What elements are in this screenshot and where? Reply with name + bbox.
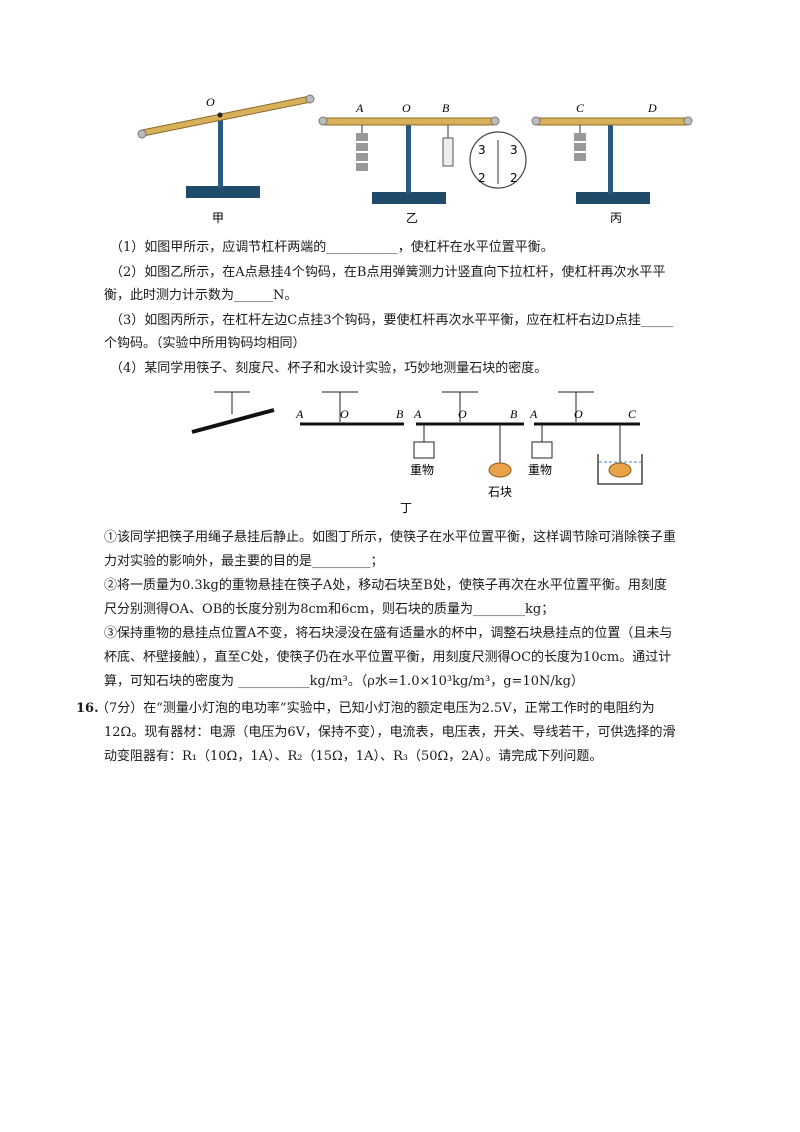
ding-panel-1 xyxy=(191,391,275,434)
caption-ding: 丁 xyxy=(400,501,412,514)
q15-4-step3-line3: 算，可知石块的密度为 ___________kg/m³。（ρ水=1.0×10³k… xyxy=(104,674,584,689)
ding-panel-4: A O C 重物 xyxy=(528,391,643,485)
q15-part3-line1: （3）如图丙所示，在杠杆左边C点挂3个钩码，要使杠杆再次水平平衡，应在杠杆右边D… xyxy=(110,313,674,328)
lever-yi: A O B 3 3 2 2 乙 xyxy=(318,101,527,225)
q15-part3-line2: 个钩码。（实验中所用钩码均相同） xyxy=(104,336,306,351)
lever-bing: C D 丙 xyxy=(531,101,693,225)
lever-figures-jia-yi-bing: O 甲 A O B 3 3 2 2 乙 C D xyxy=(137,94,693,225)
q15-4-step3-line1: ③保持重物的悬挂点位置A不变，将石块浸没在盛有适量水的杯中，调整石块悬挂点的位置… xyxy=(104,626,673,641)
q16-line2: 12Ω。现有器材：电源（电压为6V，保持不变），电流表，电压表，开关、导线若干，… xyxy=(104,725,676,740)
label-C-bing: C xyxy=(576,101,585,115)
q15-4-step2-line1: ②将一质量为0.3kg的重物悬挂在筷子A处，移动石块至B处，使筷子再次在水平位置… xyxy=(104,578,667,593)
scale-3-left: 3 xyxy=(478,143,486,157)
ding4-label-C: C xyxy=(628,407,637,421)
ding3-label-B: B xyxy=(510,407,518,421)
ding3-label-O: O xyxy=(458,407,467,421)
q15-part4: （4）某同学用筷子、刻度尺、杯子和水设计实验，巧妙地测量石块的密度。 xyxy=(110,361,548,376)
ding3-stone-label: 石块 xyxy=(488,485,512,499)
q15-4-step2-line2: 尺分别测得OA、OB的长度分别为8cm和6cm，则石块的质量为________k… xyxy=(104,602,555,617)
ding4-weight-label: 重物 xyxy=(528,463,552,477)
caption-yi: 乙 xyxy=(406,211,418,225)
label-O-jia: O xyxy=(206,95,215,109)
ding3-label-A: A xyxy=(413,407,422,421)
q15-4-step1-line2: 力对实验的影响外，最主要的目的是_________； xyxy=(104,554,384,569)
q15-part2-line2: 衡，此时测力计示数为______N。 xyxy=(104,288,298,303)
q15-4-step3-line2: 杯底、杯壁接触），直至C处，使筷子仍在水平位置平衡，用刻度尺测得OC的长度为10… xyxy=(104,650,672,665)
chopstick-lever-figure-ding: A O B A O B 重物 石块 A O C 重物 丁 xyxy=(191,391,643,514)
label-O-yi: O xyxy=(402,101,411,115)
ding4-label-O: O xyxy=(574,407,583,421)
caption-bing: 丙 xyxy=(610,211,622,225)
lever-jia: O 甲 xyxy=(137,94,315,225)
q15-4-step1-line1: ①该同学把筷子用绳子悬挂后静止。如图丁所示，使筷子在水平位置平衡，这样调节除可消… xyxy=(104,530,677,545)
label-B-yi: B xyxy=(442,101,450,115)
label-A-yi: A xyxy=(355,101,364,115)
q16-number: 16. xyxy=(76,701,99,716)
q16-line1: （7分）在“测量小灯泡的电功率”实验中，已知小灯泡的额定电压为2.5V，正常工作… xyxy=(96,701,655,716)
ding-panel-3: A O B 重物 石块 xyxy=(410,391,524,499)
ding3-weight-label: 重物 xyxy=(410,463,434,477)
q15-part1: （1）如图甲所示，应调节杠杆两端的___________，使杠杆在水平位置平衡。 xyxy=(110,240,554,255)
caption-jia: 甲 xyxy=(212,211,224,225)
q15-part2-line1: （2）如图乙所示，在A点悬挂4个钩码，在B点用弹簧测力计竖直向下拉杠杆，使杠杆再… xyxy=(110,265,666,280)
ding2-label-O: O xyxy=(340,407,349,421)
scale-3-right: 3 xyxy=(510,143,518,157)
label-D-bing: D xyxy=(647,101,657,115)
ding2-label-B: B xyxy=(396,407,404,421)
scale-2-left: 2 xyxy=(478,171,486,185)
scale-2-right: 2 xyxy=(510,171,518,185)
ding-panel-2: A O B xyxy=(295,391,404,426)
q16-line3: 动变阻器有：R₁（10Ω，1A）、R₂（15Ω，1A）、R₃（50Ω，2A）。请… xyxy=(104,749,603,764)
ding4-label-A: A xyxy=(529,407,538,421)
ding2-label-A: A xyxy=(295,407,304,421)
